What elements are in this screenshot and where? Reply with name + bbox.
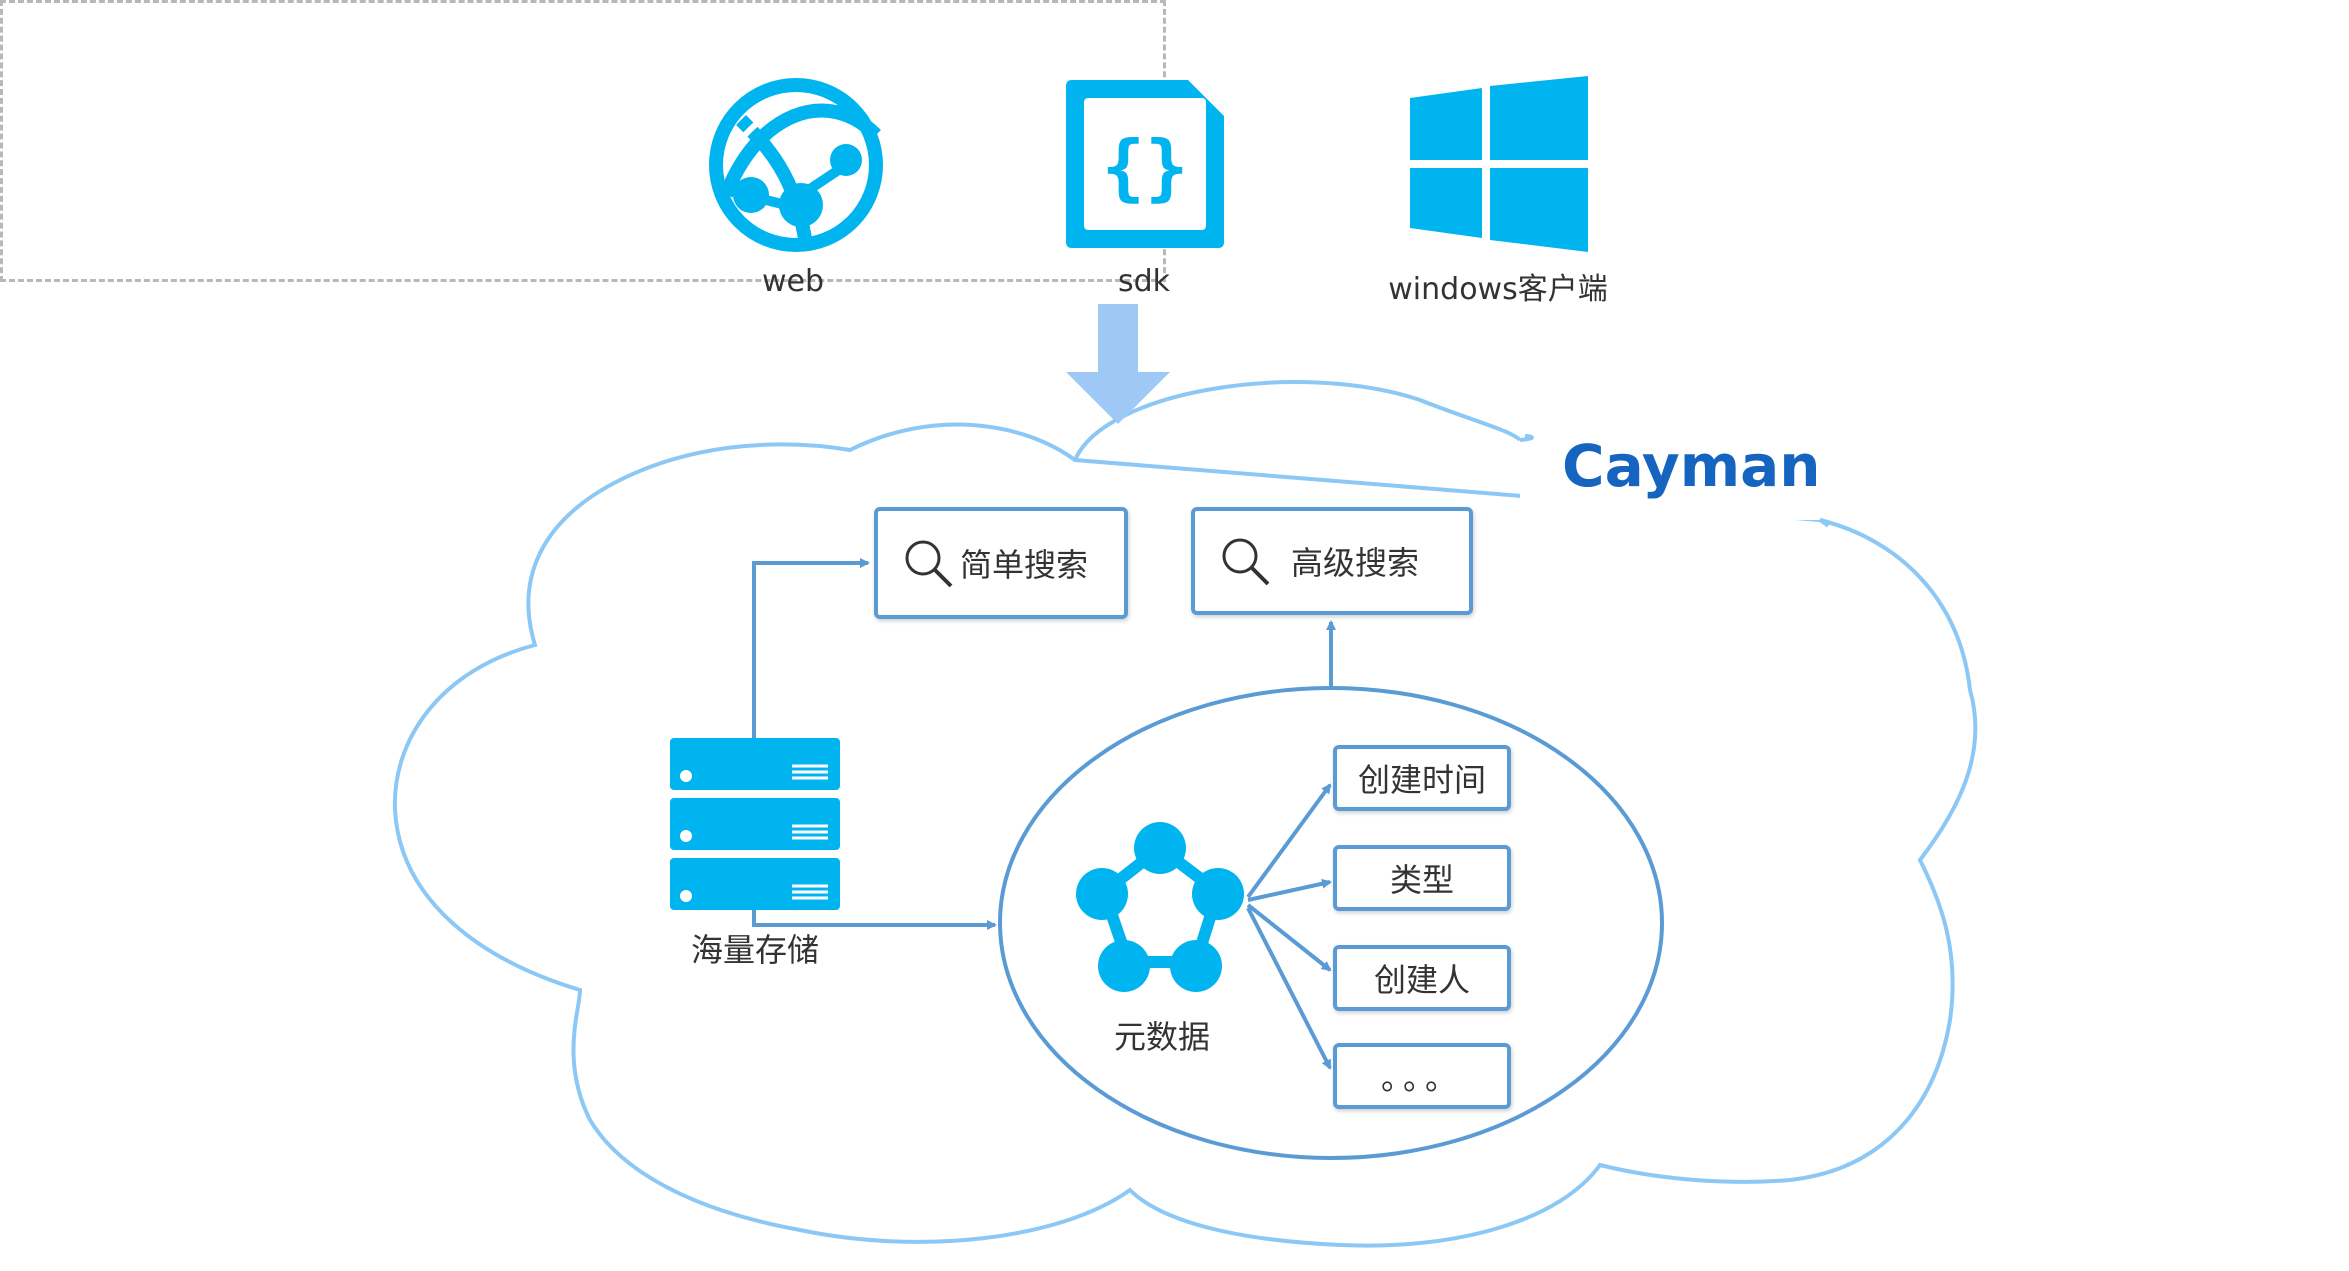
attribute-label: 创建人 <box>1373 961 1470 999</box>
cloud-outline-right <box>1519 434 1830 528</box>
attribute-box-created-time[interactable]: 创建时间 <box>1333 745 1511 811</box>
attribute-box-creator[interactable]: 创建人 <box>1333 945 1511 1011</box>
attr-arrow-1 <box>1246 783 1332 899</box>
storage-to-simple-search-arrow <box>752 558 870 740</box>
attr-arrow-4 <box>1246 907 1332 1070</box>
svg-text:{}: {} <box>1102 125 1189 209</box>
search-icon <box>905 540 953 588</box>
globe-icon <box>709 78 883 252</box>
server-stack-icon <box>670 738 840 910</box>
cloud-gap <box>1520 420 1820 520</box>
storage-label: 海量存储 <box>690 931 819 969</box>
attribute-label: 类型 <box>1389 861 1454 899</box>
metadata-network-icon <box>1076 822 1244 992</box>
attribute-box-type[interactable]: 类型 <box>1333 845 1511 911</box>
client-label-sdk: sdk <box>1117 264 1171 299</box>
client-label-windows: windows客户端 <box>1388 272 1608 307</box>
search-icon <box>1222 538 1270 586</box>
advanced-search-label: 高级搜索 <box>1291 544 1420 582</box>
attr-arrow-3 <box>1246 903 1332 972</box>
attribute-label: 创建时间 <box>1357 761 1486 799</box>
big-down-arrow <box>1066 304 1170 424</box>
storage-to-metadata-arrow <box>752 905 997 930</box>
client-label-web: web <box>761 264 825 299</box>
simple-search-box[interactable]: 简单搜索 <box>874 507 1128 619</box>
attribute-label: 。。。 <box>1380 1059 1463 1097</box>
simple-search-label: 简单搜索 <box>960 546 1089 584</box>
brand-title: Cayman <box>1562 432 1821 500</box>
code-file-icon: {} <box>1066 80 1224 248</box>
attr-arrow-2 <box>1247 878 1332 902</box>
windows-logo-icon <box>1410 76 1588 252</box>
advanced-search-box[interactable]: 高级搜索 <box>1191 507 1473 615</box>
attribute-box-more[interactable]: 。。。 <box>1333 1043 1511 1109</box>
metadata-label: 元数据 <box>1113 1018 1210 1056</box>
